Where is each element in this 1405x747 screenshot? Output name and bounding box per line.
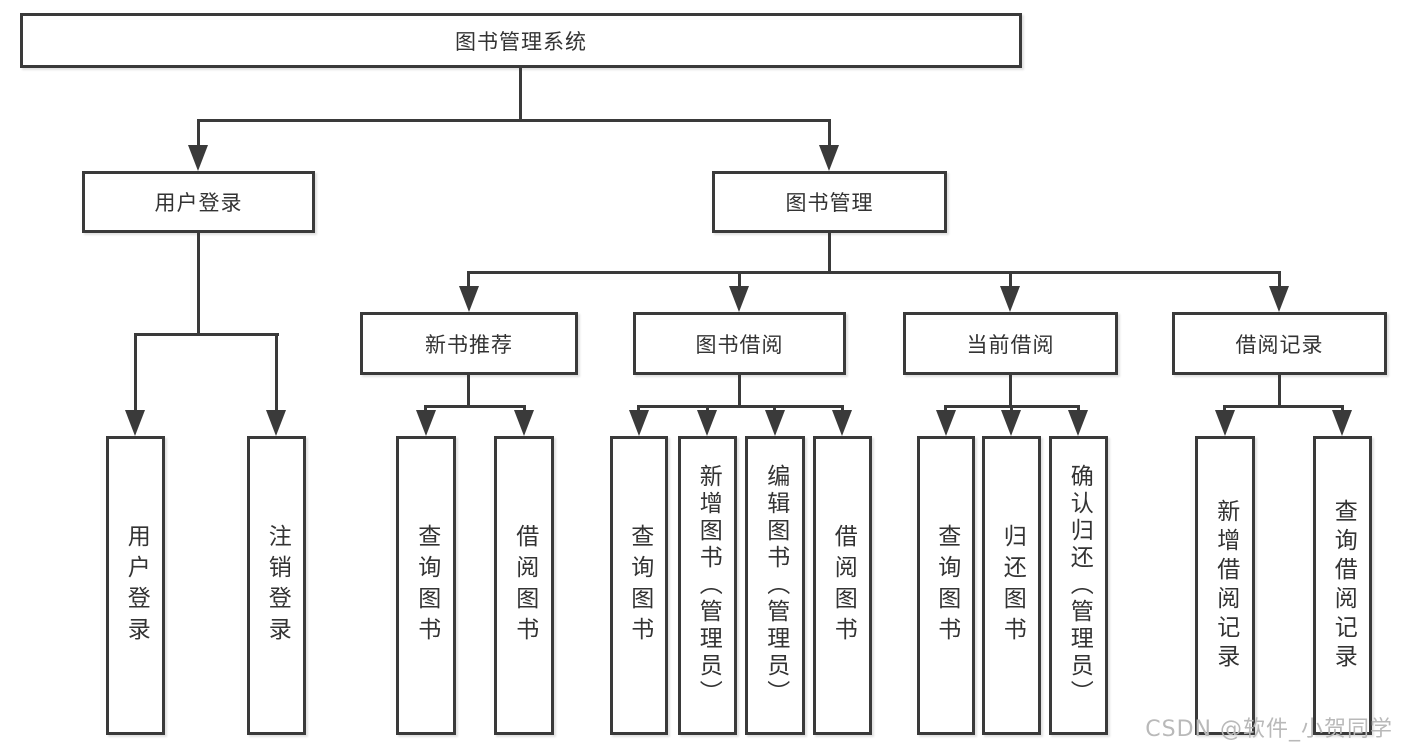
connector-leaf-stem (1223, 405, 1226, 414)
node-root-label: 图书管理系统 (455, 29, 587, 54)
connector-section-down (1009, 375, 1012, 408)
leaf-rec-query-book: 查询图书 (396, 436, 456, 735)
leaf-br-query-record-label: 查询借阅记录 (1330, 498, 1357, 673)
connector-section-stem (738, 271, 741, 289)
connector-leaf-stem (1010, 405, 1013, 414)
arrow-down-icon (729, 286, 749, 312)
arrow-down-icon (1269, 286, 1289, 312)
arrow-down-icon (1068, 410, 1088, 436)
leaf-bb-add-book-label: 新增图书（管理员） (695, 464, 722, 707)
arrow-down-icon (1332, 410, 1352, 436)
connector-user-login-down (197, 233, 200, 336)
leaf-cb-confirm-return: 确认归还（管理员） (1049, 436, 1108, 735)
leaf-cb-return-book: 归还图书 (982, 436, 1041, 735)
arrow-down-icon (765, 410, 785, 436)
connector-book-mgmt-stem (828, 119, 831, 148)
leaf-rec-borrow-book: 借阅图书 (494, 436, 554, 735)
leaf-br-add-record: 新增借阅记录 (1195, 436, 1255, 735)
node-user-login: 用户登录 (82, 171, 315, 233)
arrow-down-icon (832, 410, 852, 436)
node-borrow-records: 借阅记录 (1172, 312, 1387, 375)
node-current-borrow: 当前借阅 (903, 312, 1118, 375)
leaf-cb-confirm-return-label: 确认归还（管理员） (1066, 464, 1093, 707)
leaf-br-add-record-label: 新增借阅记录 (1212, 498, 1239, 673)
leaf-user-login-label: 用户登录 (123, 523, 150, 648)
arrow-down-icon (1215, 410, 1235, 436)
leaf-cb-query-book-label: 查询图书 (933, 523, 960, 648)
leaf-cb-query-book: 查询图书 (917, 436, 975, 735)
node-book-borrow: 图书借阅 (633, 312, 846, 375)
leaf-bb-query-book: 查询图书 (610, 436, 668, 735)
arrow-down-icon (459, 286, 479, 312)
leaf-logout-login: 注销登录 (247, 436, 306, 735)
connector-user-login-stem (197, 119, 200, 148)
leaf-user-login: 用户登录 (106, 436, 165, 735)
connector-leaf-stem (424, 405, 427, 414)
node-book-mgmt: 图书管理 (712, 171, 947, 233)
node-new-book-rec: 新书推荐 (360, 312, 578, 375)
node-new-book-rec-label: 新书推荐 (425, 332, 513, 357)
leaf-logout-login-label: 注销登录 (264, 523, 291, 648)
leaf-rec-borrow-book-label: 借阅图书 (511, 523, 538, 648)
node-user-login-label: 用户登录 (154, 191, 243, 215)
connector-leaf-stem (637, 405, 640, 414)
leaf-bb-borrow-book-label: 借阅图书 (830, 523, 857, 648)
connector-leaf-stem (275, 333, 278, 413)
arrow-down-icon (1001, 410, 1021, 436)
connector-leaf-rail (637, 405, 844, 408)
node-root: 图书管理系统 (20, 13, 1022, 68)
connector-section-down (738, 375, 741, 408)
node-current-borrow-label: 当前借阅 (966, 332, 1055, 357)
leaf-bb-query-book-label: 查询图书 (626, 523, 653, 648)
connector-section-down (467, 375, 470, 408)
leaf-br-query-record: 查询借阅记录 (1313, 436, 1372, 735)
arrow-down-icon (514, 410, 534, 436)
node-book-mgmt-label: 图书管理 (785, 191, 874, 215)
connector-root-stem (519, 68, 522, 121)
arrow-down-icon (266, 410, 286, 436)
connector-section-stem (1009, 271, 1012, 289)
arrow-down-icon (697, 410, 717, 436)
leaf-bb-add-book: 新增图书（管理员） (678, 436, 737, 735)
connector-leaf-rail (424, 405, 526, 408)
leaf-bb-edit-book-label: 编辑图书（管理员） (762, 464, 789, 707)
node-borrow-records-label: 借阅记录 (1235, 332, 1324, 357)
arrow-down-icon (125, 410, 145, 436)
connector-section-down (1278, 375, 1281, 408)
connector-section-stem (467, 271, 470, 289)
arrow-down-icon (936, 410, 956, 436)
connector-leaf-stem (134, 333, 137, 413)
connector-leaf-rail (1223, 405, 1344, 408)
leaf-cb-return-book-label: 归还图书 (999, 523, 1026, 648)
arrow-down-icon (819, 145, 839, 171)
connector-leaf-stem (706, 405, 709, 414)
connector-leaf-stem (523, 405, 526, 414)
leaf-rec-query-book-label: 查询图书 (413, 523, 440, 648)
connector-leaf-stem (944, 405, 947, 414)
arrow-down-icon (1000, 286, 1020, 312)
leaf-bb-edit-book: 编辑图书（管理员） (745, 436, 805, 735)
connector-leaf-stem (1341, 405, 1344, 414)
node-book-borrow-label: 图书借阅 (695, 332, 784, 357)
connector-level2-rail (197, 119, 831, 122)
connector-book-mgmt-down (828, 233, 831, 274)
connector-user-login-rail (134, 333, 279, 336)
connector-leaf-stem (1077, 405, 1080, 414)
leaf-bb-borrow-book: 借阅图书 (813, 436, 872, 735)
arrow-down-icon (188, 145, 208, 171)
connector-section-stem (1278, 271, 1281, 289)
watermark: CSDN @软件_小贺同学 (1145, 717, 1393, 742)
connector-level3-rail (467, 271, 1281, 274)
connector-leaf-stem (773, 405, 776, 414)
connector-leaf-stem (841, 405, 844, 414)
arrow-down-icon (416, 410, 436, 436)
arrow-down-icon (629, 410, 649, 436)
